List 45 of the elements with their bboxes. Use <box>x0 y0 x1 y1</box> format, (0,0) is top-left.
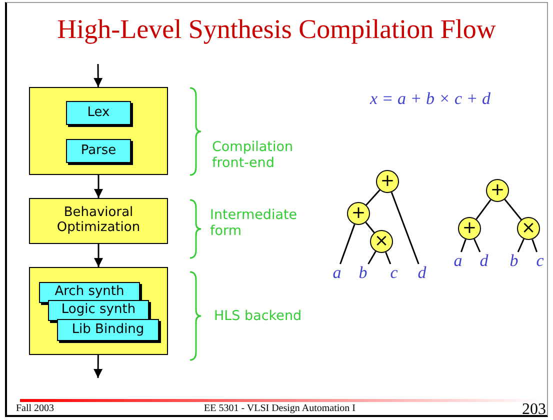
operator-circle: + <box>347 202 370 225</box>
tree-edge <box>474 238 481 252</box>
stage-label: Compilation front-end <box>212 139 294 172</box>
operator-circle: + <box>486 179 509 202</box>
step-box: Lex <box>66 101 131 125</box>
expression: x = a + b × c + d <box>370 89 490 109</box>
operand-label: c <box>534 252 546 270</box>
operand-label: c <box>388 264 400 282</box>
operand-label: d <box>478 252 490 270</box>
arrow <box>94 64 103 87</box>
operand-label: b <box>357 264 369 282</box>
tree-edge <box>340 224 356 264</box>
page-number: 203 <box>522 401 546 419</box>
process-box <box>29 267 168 355</box>
operand-label: d <box>416 264 428 282</box>
operator-circle: + <box>376 170 399 193</box>
tree-edge <box>390 192 420 264</box>
operator-circle: × <box>370 230 393 253</box>
tree-edge <box>532 239 538 252</box>
operand-label: a <box>452 252 464 270</box>
tree-edge <box>366 190 380 206</box>
operand-label: a <box>331 264 343 282</box>
slide-title: High-Level Synthesis Compilation Flow <box>56 14 497 45</box>
arrow <box>94 244 103 267</box>
operator-circle: + <box>458 217 481 240</box>
tree-edge <box>517 238 524 252</box>
arrow <box>94 355 103 378</box>
step-box: Parse <box>66 139 131 163</box>
step-box: Logic synth <box>48 300 149 321</box>
process-box <box>29 87 168 175</box>
process-box: Behavioral Optimization <box>29 198 168 244</box>
operator-circle: × <box>517 217 540 240</box>
step-box: Lib Binding <box>57 319 159 341</box>
tree-edge <box>368 251 376 264</box>
tree-edge <box>460 239 466 252</box>
tree-edge <box>385 252 392 264</box>
stage-label: Intermediate form <box>210 207 298 240</box>
footer-course: EE 5301 - VLSI Design Automation I <box>204 403 356 414</box>
stage-label: HLS backend <box>214 308 303 324</box>
arrow <box>94 175 103 198</box>
tree-edge <box>476 199 492 220</box>
tree-edge <box>365 222 375 234</box>
operand-label: b <box>508 252 520 270</box>
footer-date: Fall 2003 <box>16 403 54 414</box>
tree-edge <box>504 198 522 220</box>
